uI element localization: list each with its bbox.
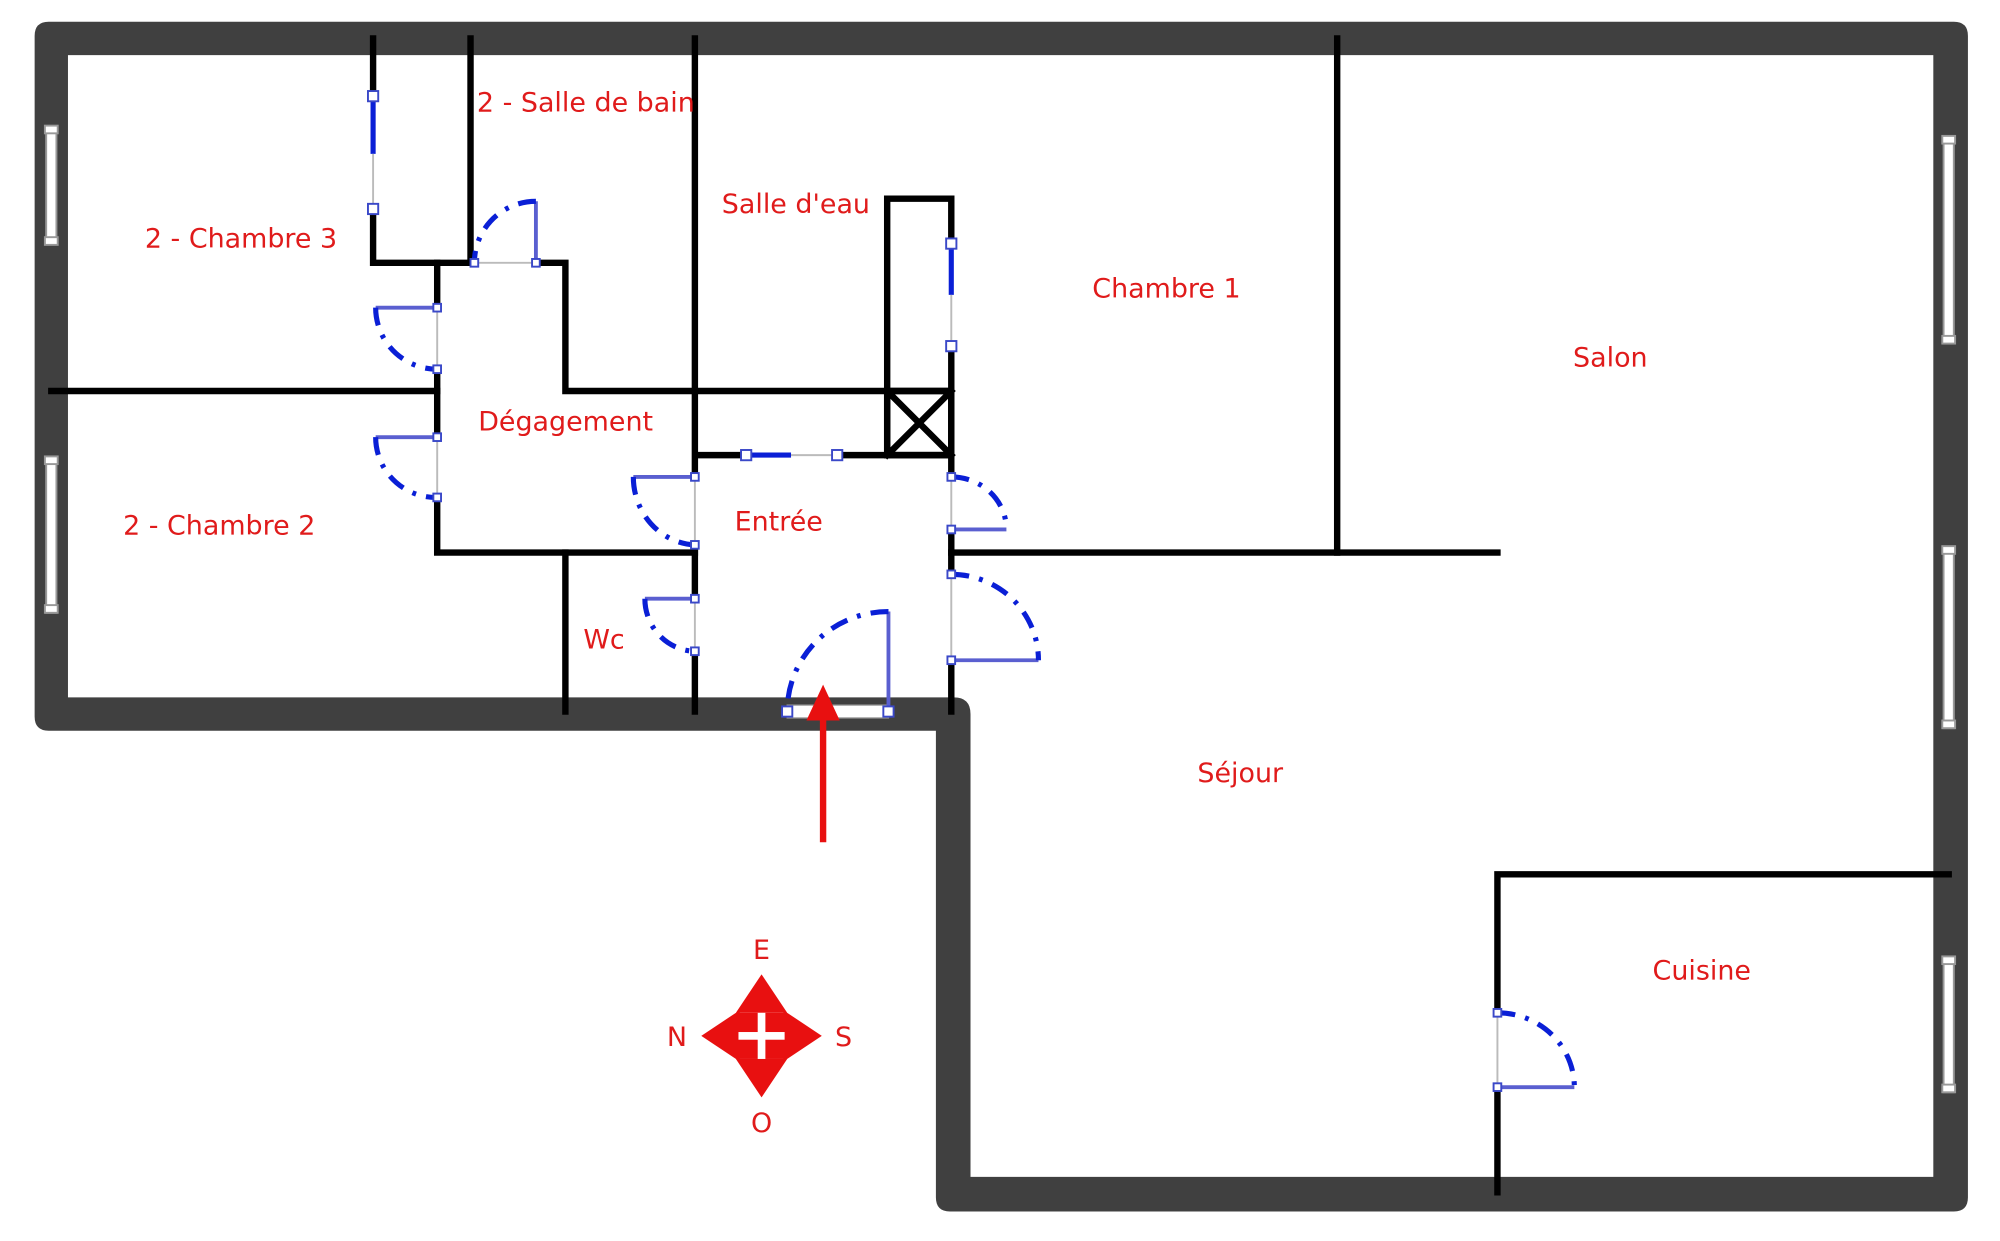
door-chambre1[interactable] — [946, 472, 1009, 535]
label-entree: Entrée — [735, 507, 823, 538]
window-sejour — [1941, 545, 1957, 730]
label-wc: Wc — [583, 625, 624, 656]
compass-south: S — [835, 1022, 852, 1053]
label-cuisine: Cuisine — [1653, 955, 1751, 986]
door-cuisine[interactable] — [1492, 1007, 1577, 1092]
window-chambre2 — [43, 455, 59, 614]
room-labels: 2 - Salle de bain 2 - Chambre 3 Salle d'… — [123, 88, 1751, 987]
compass-east: E — [753, 935, 770, 966]
windows — [43, 124, 1957, 1094]
interior-walls — [48, 35, 1952, 1196]
window-salon — [1941, 134, 1957, 345]
window-cuisine — [1941, 955, 1957, 1094]
door-salle-de-bain[interactable] — [469, 198, 541, 268]
label-salon: Salon — [1573, 343, 1648, 374]
compass-icon: E N S O — [667, 935, 852, 1139]
window-chambre3 — [43, 124, 59, 246]
interior-windows — [367, 90, 958, 462]
door-degagement[interactable] — [630, 472, 700, 550]
entry-arrow-icon — [806, 684, 840, 843]
label-salle-de-bain: 2 - Salle de bain — [477, 88, 695, 119]
exterior-walls — [34, 21, 1968, 1212]
label-degagement: Dégagement — [478, 407, 653, 438]
door-sejour[interactable] — [946, 569, 1042, 666]
doors — [373, 198, 1577, 1092]
label-sejour: Séjour — [1197, 758, 1284, 789]
compass-north: N — [667, 1022, 687, 1053]
door-wc[interactable] — [642, 593, 700, 657]
label-chambre3: 2 - Chambre 3 — [145, 223, 337, 254]
label-salle-d-eau: Salle d'eau — [722, 189, 870, 220]
door-chambre2[interactable] — [373, 432, 442, 503]
label-chambre2: 2 - Chambre 2 — [123, 511, 315, 542]
label-chambre1: Chambre 1 — [1092, 273, 1240, 304]
door-chambre3[interactable] — [373, 302, 442, 375]
compass-west: O — [751, 1108, 772, 1139]
